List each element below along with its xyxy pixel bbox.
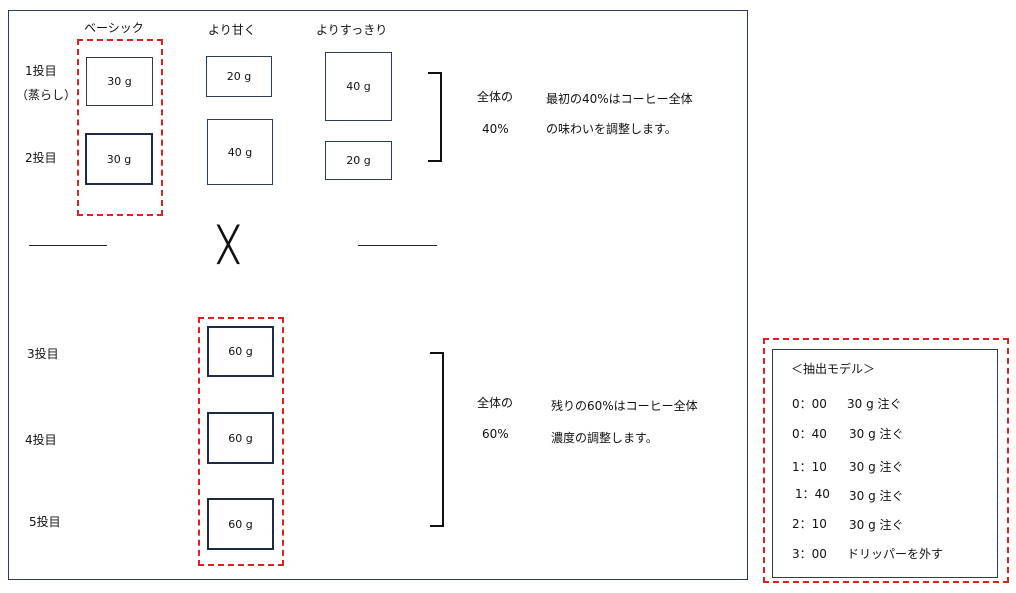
group-second-note-line-2: 濃度の調整します。 — [551, 431, 658, 445]
box-basic-pour-2: 30 g — [85, 133, 153, 185]
model-step-6-action: ドリッパーを外す — [847, 547, 944, 561]
box-cleaner-pour-1: 40 g — [325, 52, 392, 121]
box-sweeter-pour-2: 40 g — [207, 119, 273, 185]
row-label-pour-2: 2投目 — [25, 151, 57, 165]
model-step-5-action: 30 g 注ぐ — [849, 518, 904, 532]
cross-icon: ╳ — [218, 225, 239, 265]
model-step-4-time: 1：40 — [795, 487, 830, 501]
model-panel-frame — [772, 349, 998, 578]
divider-line-right — [358, 245, 437, 246]
column-header-basic: ベーシック — [84, 21, 144, 35]
row-label-pour-1: 1投目 — [25, 64, 57, 78]
column-header-sweeter: より甘く — [208, 23, 256, 37]
model-step-3-action: 30 g 注ぐ — [849, 460, 904, 474]
bracket-second-60 — [430, 352, 444, 527]
group-second-label-line-1: 全体の — [477, 396, 514, 410]
model-step-1-time: 0：00 — [792, 397, 827, 411]
group-second-label-line-2: 60% — [482, 427, 509, 441]
group-first-note-line-1: 最初の40%はコーヒー全体 — [546, 92, 693, 106]
box-basic-pour-1: 30 g — [86, 57, 153, 106]
model-title: ＜抽出モデル＞ — [791, 362, 876, 376]
box-pour-5: 60 g — [207, 498, 274, 550]
row-label-pour-3: 3投目 — [27, 347, 59, 361]
model-step-6-time: 3：00 — [792, 547, 827, 561]
model-step-5-time: 2：10 — [792, 517, 827, 531]
divider-line-left — [29, 245, 107, 246]
model-step-2-time: 0：40 — [792, 427, 827, 441]
box-sweeter-pour-1: 20 g — [206, 56, 272, 97]
main-diagram-frame — [8, 10, 748, 580]
box-pour-4: 60 g — [207, 412, 274, 464]
model-step-1-action: 30 g 注ぐ — [847, 397, 902, 411]
basic-highlight-dashed-box — [77, 39, 163, 216]
box-pour-3: 60 g — [207, 326, 274, 377]
group-first-label-line-1: 全体の — [477, 90, 514, 104]
column-header-cleaner: よりすっきり — [316, 23, 388, 37]
model-highlight-dashed-box — [763, 338, 1009, 583]
row-label-pour-4: 4投目 — [25, 433, 57, 447]
group-second-note-line-1: 残りの60%はコーヒー全体 — [551, 399, 698, 413]
box-cleaner-pour-2: 20 g — [325, 141, 392, 180]
group-first-note-line-2: の味わいを調整します。 — [546, 122, 677, 136]
model-step-2-action: 30 g 注ぐ — [849, 427, 904, 441]
later-pours-highlight-dashed-box — [198, 317, 284, 566]
bracket-first-40 — [428, 72, 442, 162]
model-step-4-action: 30 g 注ぐ — [849, 489, 904, 503]
model-step-3-time: 1：10 — [792, 460, 827, 474]
row-label-pour-1-note: （蒸らし） — [16, 88, 77, 102]
row-label-pour-5: 5投目 — [29, 515, 61, 529]
group-first-label-line-2: 40% — [482, 122, 509, 136]
